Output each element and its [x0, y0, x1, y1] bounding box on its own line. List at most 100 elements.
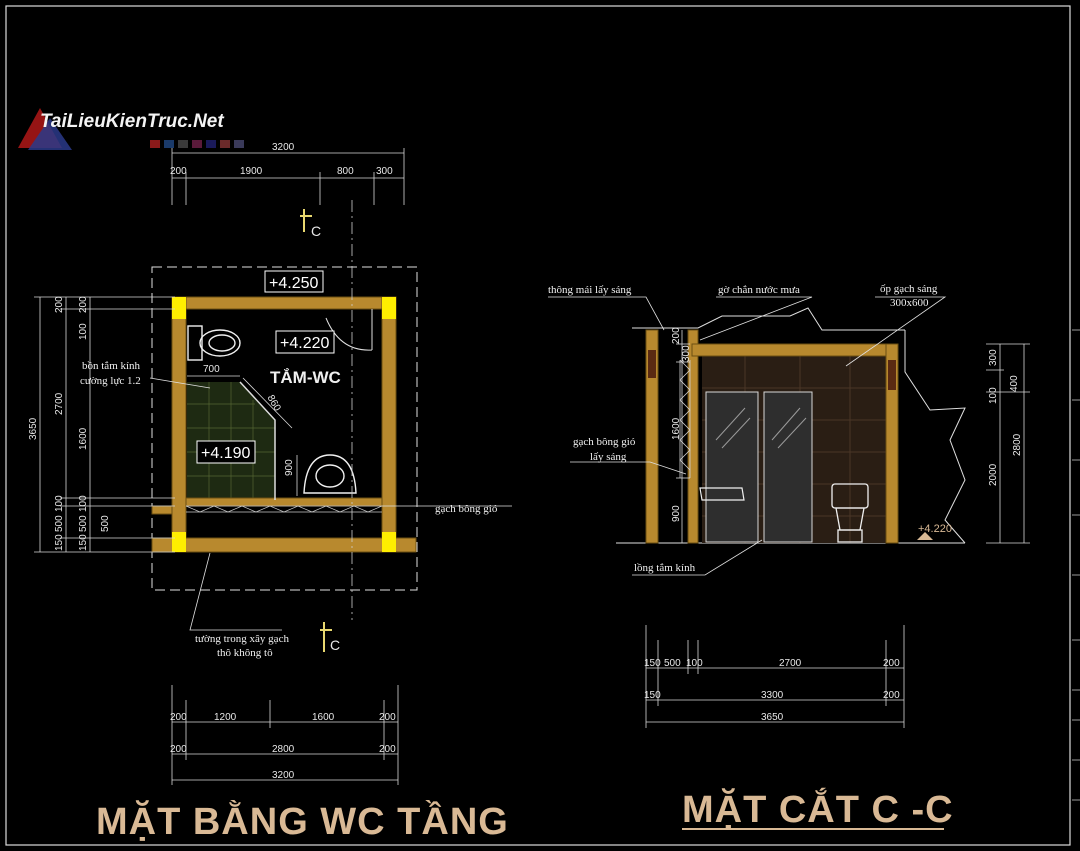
dim-plan-top-total: 3200: [272, 142, 295, 153]
sink-fixture: [303, 454, 357, 494]
dim-plan-top: 300: [376, 166, 393, 177]
note-tile-line1: ốp gạch sáng: [880, 283, 938, 295]
dim-plan-top: 200: [170, 166, 187, 177]
dim-plan-left: 150: [78, 534, 89, 551]
shower-glass-partition: [239, 381, 276, 500]
dim-section-left: 300: [681, 345, 692, 362]
dim-plan-left: 500: [78, 515, 89, 532]
watermark-text: TaiLieuKienTruc.Net: [40, 111, 224, 132]
plan-bottom-dims: [171, 685, 399, 785]
plan-note-leaders: [149, 377, 512, 631]
dim-section-bottom: 150: [644, 690, 661, 701]
section-marker-bottom: C: [320, 622, 340, 653]
dim-700: 700: [203, 364, 220, 375]
section-sink: [699, 487, 745, 501]
level-tag-2: +4.220: [275, 330, 335, 354]
title-block-ticks: [1072, 329, 1080, 801]
note-rain-guard: gờ chắn nước mưa: [718, 284, 800, 296]
section-view: +4.220 thông mái lấy sáng gờ chắn nước m…: [548, 283, 1030, 831]
dim-plan-left: 500: [100, 515, 111, 532]
section-toilet: [831, 483, 869, 543]
note-tile-line2: 300x600: [890, 297, 929, 309]
note-skylight: thông mái lấy sáng: [548, 284, 632, 296]
dim-section-left: 900: [671, 505, 682, 522]
dim-plan-left-total: 3650: [28, 417, 39, 440]
room-label: TẮM-WC: [270, 368, 341, 387]
vent-block-row: [185, 505, 383, 513]
section-title: MẶT CẮT C -C: [682, 787, 954, 831]
dim-plan-top: 800: [337, 166, 354, 177]
dim-section-bottom: 200: [883, 690, 900, 701]
dim-plan-bottom: 200: [170, 744, 187, 755]
level-value: +4.190: [201, 445, 250, 462]
section-bottom-dims: [645, 625, 905, 728]
dim-section-right: 2800: [1012, 433, 1023, 456]
dim-section-bottom: 100: [686, 658, 703, 669]
section-walls: [645, 329, 899, 544]
dim-plan-left: 150: [54, 534, 65, 551]
dim-plan-left: 500: [54, 515, 65, 532]
dim-section-right: 400: [1009, 375, 1020, 392]
section-level-mark: +4.220: [917, 523, 952, 540]
note-wall-line1: tường trong xây gạch: [195, 633, 289, 645]
dim-section-left: 1600: [671, 417, 682, 440]
note-shower-line1: bồn tắm kính: [82, 360, 141, 372]
plan-columns: [172, 297, 396, 552]
note-vent-line1: gạch bông gió: [573, 436, 636, 448]
floor-plan: +4.250 +4.220 +4.190 TẮM-WC 700 860 900 …: [28, 142, 512, 843]
level-value: +4.250: [269, 275, 318, 292]
dim-section-right: 2000: [988, 463, 999, 486]
note-wall-line2: thô không tô: [217, 647, 273, 659]
plan-walls: [151, 296, 417, 553]
dim-section-bottom: 3300: [761, 690, 784, 701]
note-shower-line2: cường lực 1.2: [80, 375, 141, 387]
section-left-dims: [676, 330, 690, 543]
dim-section-bottom: 500: [664, 658, 681, 669]
dim-plan-bottom: 2800: [272, 744, 295, 755]
section-marker-top: C: [300, 209, 321, 239]
section-level-value: +4.220: [918, 523, 952, 535]
toilet-fixture: [187, 325, 241, 361]
dim-plan-left: 100: [78, 323, 89, 340]
dim-section-bottom: 200: [883, 658, 900, 669]
note-vent-line2: lấy sáng: [590, 451, 627, 463]
dim-section-left: 200: [671, 327, 682, 344]
section-mark-label: C: [330, 637, 340, 653]
dim-section-bottom: 150: [644, 658, 661, 669]
note-vent-block: gạch bông gió: [435, 503, 498, 515]
dim-plan-bottom: 200: [379, 712, 396, 723]
plan-left-dims: [34, 296, 175, 553]
level-tag-3: +4.190: [196, 440, 256, 464]
dim-plan-left: 200: [78, 296, 89, 313]
section-note-leaders: [548, 296, 947, 576]
glass-reflections: [715, 407, 807, 449]
logo-color-dots: [150, 140, 244, 148]
dim-plan-left: 2700: [54, 392, 65, 415]
dim-plan-bottom: 200: [170, 712, 187, 723]
dim-plan-left: 200: [54, 296, 65, 313]
dim-plan-left: 100: [78, 495, 89, 512]
dim-plan-left: 100: [54, 495, 65, 512]
plan-top-dims: [171, 148, 405, 205]
dim-plan-bottom: 1200: [214, 712, 237, 723]
section-mark-label: C: [311, 223, 321, 239]
note-glass-enclosure: lồng tắm kính: [634, 562, 696, 574]
dim-plan-bottom: 200: [379, 744, 396, 755]
dim-section-right: 300: [988, 349, 999, 366]
shower-glass-panels: [705, 391, 813, 543]
dim-section-bottom-total: 3650: [761, 712, 784, 723]
dim-plan-top: 1900: [240, 166, 263, 177]
dim-section-right: 100: [988, 387, 999, 404]
section-right-dims: [986, 343, 1030, 544]
section-wall-hatch: [648, 350, 896, 390]
dim-plan-left: 1600: [78, 427, 89, 450]
level-tag-1: +4.250: [264, 270, 324, 293]
dim-section-bottom: 2700: [779, 658, 802, 669]
plan-title: MẶT BẰNG WC TẦNG: [96, 799, 509, 843]
watermark-logo: TaiLieuKienTruc.Net: [18, 108, 244, 150]
dim-plan-bottom: 1600: [312, 712, 335, 723]
roof-outline: [151, 266, 418, 591]
dim-plan-bottom-total: 3200: [272, 770, 295, 781]
dim-900: 900: [284, 459, 295, 476]
